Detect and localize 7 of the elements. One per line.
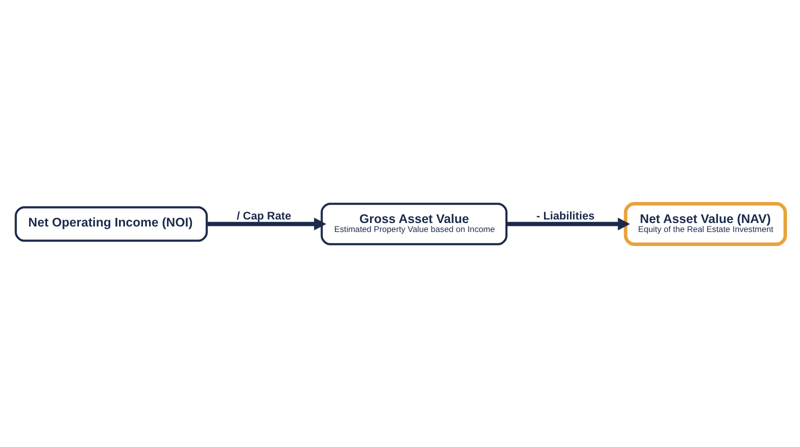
- node-box: Gross Asset Value Estimated Property Value based on Income: [320, 202, 507, 245]
- node-box: Net Operating Income (NOI): [14, 206, 208, 242]
- node-box: Net Asset Value (NAV) Equity of the Real Estate Investment: [623, 202, 786, 246]
- edge-label: - Liabilities: [536, 210, 594, 222]
- arrow: [506, 217, 630, 230]
- edge-label: / Cap Rate: [236, 210, 291, 222]
- arrow: [206, 217, 326, 230]
